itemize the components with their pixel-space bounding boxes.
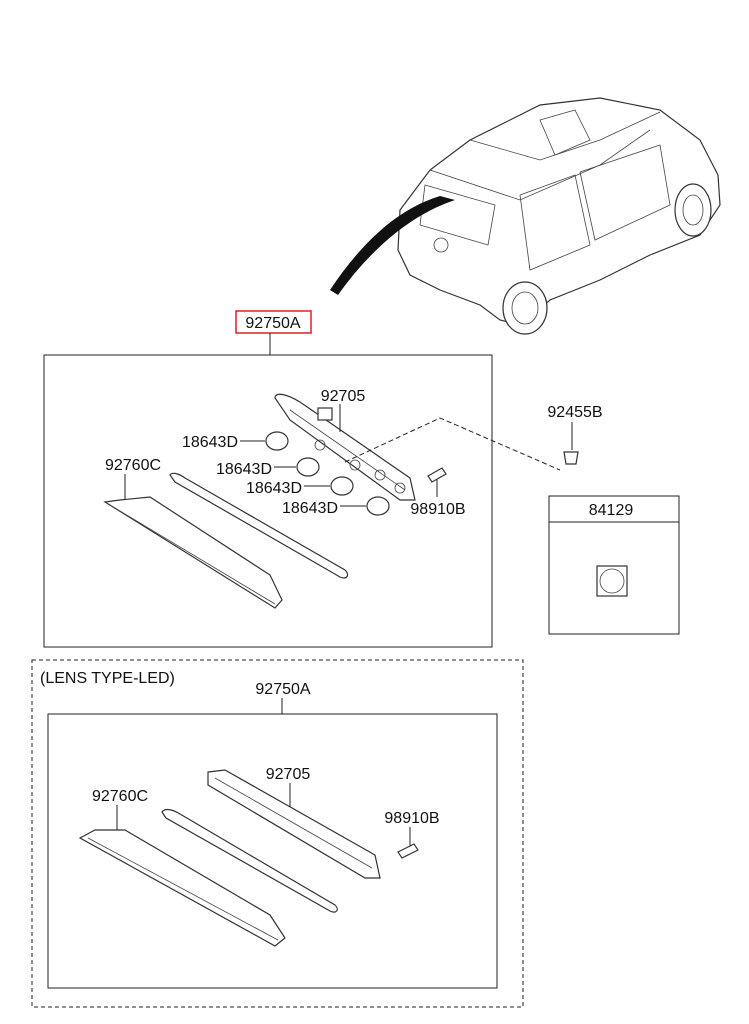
led-socket-part — [397, 843, 419, 859]
bulb-label-2[interactable]: 18643D — [216, 461, 272, 478]
led-variant-title: (LENS TYPE-LED) — [40, 670, 175, 687]
bulb-icon — [296, 457, 320, 477]
led-part-number-98910B[interactable]: 98910B — [384, 810, 439, 827]
bulb-icon — [265, 431, 289, 451]
led-variant-box — [31, 659, 524, 1008]
led-gasket-part — [161, 808, 338, 913]
part-number-92760C[interactable]: 92760C — [105, 457, 161, 474]
lens-part — [103, 496, 283, 609]
part-number-92750A[interactable]: 92750A — [245, 315, 300, 332]
bulb-icon — [330, 476, 354, 496]
car-illustration — [330, 97, 721, 335]
gasket-part — [169, 472, 349, 579]
bulb-label-4[interactable]: 18643D — [282, 500, 338, 517]
pointer-arrow — [330, 196, 455, 295]
main-assembly-label[interactable]: 92750A — [235, 310, 312, 334]
lamp-housing — [274, 393, 416, 501]
led-lamp-housing — [207, 769, 381, 879]
bulb-icon — [366, 496, 390, 516]
part-number-84129[interactable]: 84129 — [589, 502, 634, 519]
led-part-number-92750A[interactable]: 92750A — [255, 681, 310, 698]
clip-part — [563, 451, 579, 465]
bulb-label-3[interactable]: 18643D — [246, 480, 302, 497]
highlight-box — [235, 310, 312, 334]
led-part-number-92705[interactable]: 92705 — [266, 766, 311, 783]
led-assembly-box — [47, 713, 498, 989]
led-lens-part — [78, 829, 286, 947]
part-84129-box — [548, 495, 680, 635]
main-assembly-box — [43, 354, 493, 648]
led-part-number-92760C[interactable]: 92760C — [92, 788, 148, 805]
part-number-92455B[interactable]: 92455B — [547, 404, 602, 421]
socket-part — [427, 467, 447, 483]
part-number-98910B[interactable]: 98910B — [410, 501, 465, 518]
bulb-label-1[interactable]: 18643D — [182, 434, 238, 451]
part-number-92705[interactable]: 92705 — [321, 388, 366, 405]
pad-part — [596, 565, 628, 597]
